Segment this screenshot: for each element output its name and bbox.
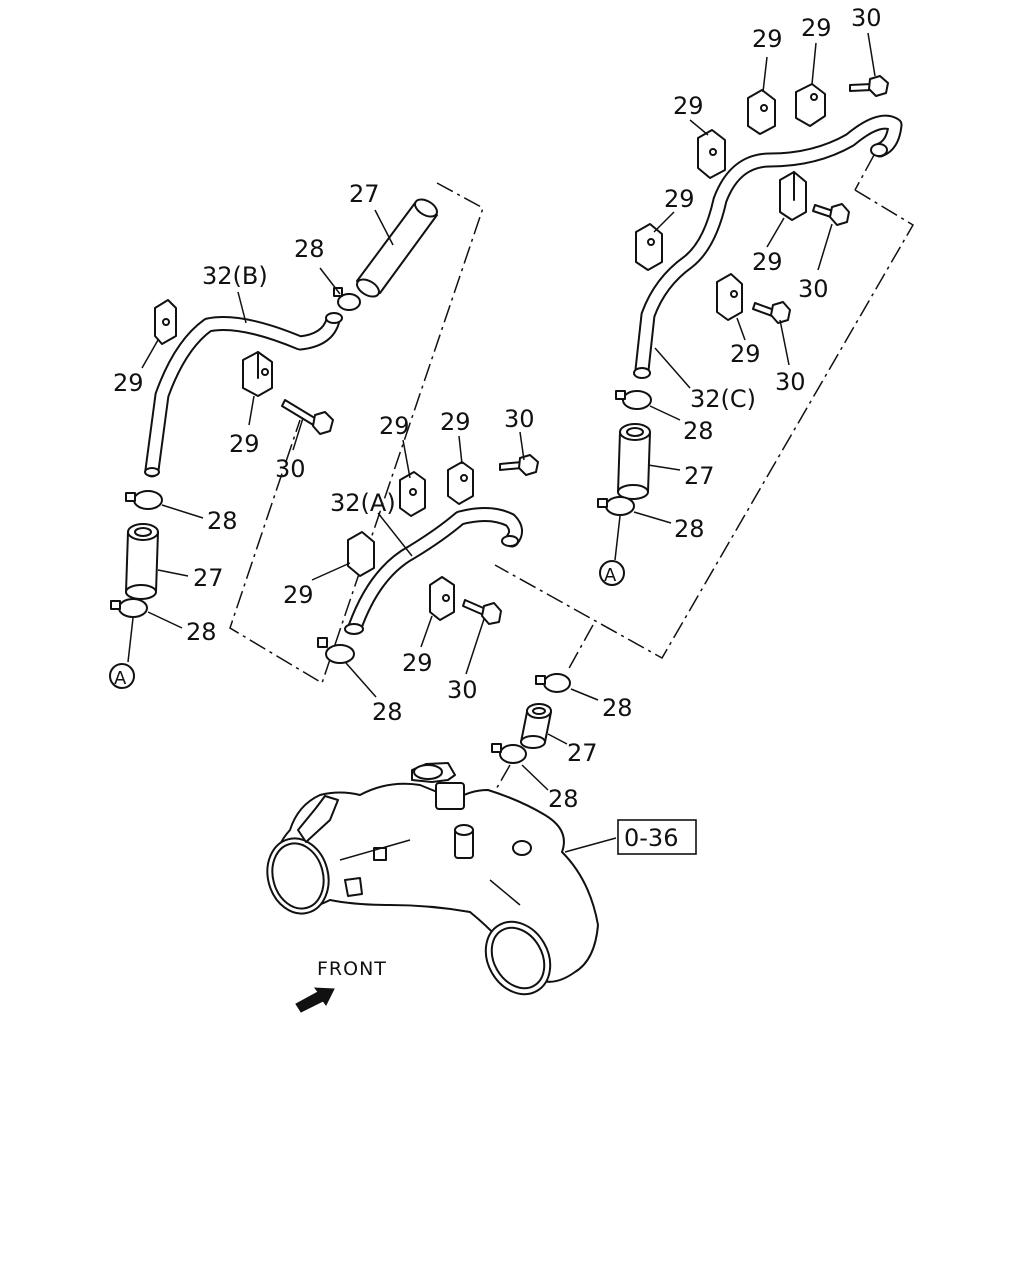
front-indicator: FRONT: [295, 958, 387, 1013]
label-32a: 32(A): [330, 489, 396, 517]
hose-27-right: [617, 423, 651, 500]
bolt-30-mid-lower: [462, 599, 502, 625]
label-30-right-3: 30: [775, 368, 806, 396]
hose-27-center: [520, 703, 552, 749]
pipe-32b: [144, 312, 343, 478]
label-30-left: 30: [275, 455, 306, 483]
clamp-28-right-upper: [615, 390, 652, 410]
clip-29-mid-a: [399, 471, 426, 517]
label-28-mid-left: 28: [372, 698, 403, 726]
bolt-30-right-mid: [812, 203, 850, 226]
pipe-32a: [344, 507, 523, 635]
bolt-30-left: [281, 399, 334, 435]
reference-box: 0-36: [617, 819, 697, 855]
label-28-left-mid: 28: [207, 507, 238, 535]
label-28-right-2: 28: [674, 515, 705, 543]
label-29-mid-3: 29: [283, 581, 314, 609]
label-28-center-1: 28: [602, 694, 633, 722]
label-29-right-3: 29: [673, 92, 704, 120]
connector-mark-right-text: A: [604, 565, 617, 586]
clip-29-mid-c: [347, 531, 375, 577]
label-29-mid-2: 29: [440, 408, 471, 436]
clamp-28-left-mid: [125, 490, 163, 510]
clip-29-right-6: [716, 273, 743, 321]
hose-27-upper-left: [356, 198, 438, 298]
leader-lines: [141, 32, 876, 791]
label-30-mid-1: 30: [504, 405, 535, 433]
front-label: FRONT: [317, 958, 387, 980]
label-27-right: 27: [684, 462, 715, 490]
label-30-right-1: 30: [851, 4, 882, 32]
reference-box-text: 0-36: [624, 824, 678, 852]
label-29-left-2: 29: [229, 430, 260, 458]
bolt-30-mid-upper: [499, 454, 539, 476]
label-29-mid-4: 29: [402, 649, 433, 677]
label-29-right-2: 29: [801, 14, 832, 42]
label-27-upper-left: 27: [349, 180, 380, 208]
clip-29-right-2: [747, 89, 776, 135]
label-30-mid-2: 30: [447, 676, 478, 704]
label-29-right-6: 29: [730, 340, 761, 368]
label-29-mid-1: 29: [379, 412, 410, 440]
clip-29-mid-d: [429, 576, 455, 621]
label-29-right-5: 29: [752, 248, 783, 276]
clamp-28-right-lower: [597, 496, 635, 561]
label-29-right-1: 29: [752, 25, 783, 53]
label-30-right-2: 30: [798, 275, 829, 303]
clamp-28-center-lower: [491, 743, 527, 764]
clamp-28-mid-left: [317, 637, 355, 664]
clip-29-mid-b: [447, 461, 474, 505]
label-29-right-4: 29: [664, 185, 695, 213]
bolt-30-right-top: [849, 75, 889, 97]
hose-27-left: [125, 523, 159, 600]
label-27-left: 27: [193, 564, 224, 592]
clip-29-right-4: [635, 223, 663, 271]
label-28-right-1: 28: [683, 417, 714, 445]
pipe-32c: [633, 114, 903, 379]
label-28-left-low: 28: [186, 618, 217, 646]
clip-29-right-3: [795, 83, 826, 127]
connector-mark-right: A: [599, 560, 625, 586]
leader-to-middle-hose: [567, 624, 594, 671]
clip-29-right-5: [779, 171, 807, 221]
label-29-left-1: 29: [113, 369, 144, 397]
label-32c: 32(C): [690, 385, 756, 413]
clip-29-right-1: [697, 129, 726, 179]
front-arrow-icon: [295, 987, 335, 1013]
intake-housing: [266, 762, 617, 996]
clamp-28-center-upper: [535, 673, 571, 693]
group-outline-right: [494, 154, 915, 660]
label-32b: 32(B): [202, 262, 268, 290]
connector-mark-left: A: [109, 663, 135, 689]
clip-29-left-lower: [242, 351, 273, 397]
bolt-30-right-low: [752, 301, 791, 324]
label-28-center-2: 28: [548, 785, 579, 813]
label-27-center: 27: [567, 739, 598, 767]
clip-29-left-upper: [154, 299, 177, 345]
clamp-28-left-low: [110, 598, 148, 663]
label-28-upper-left: 28: [294, 235, 325, 263]
connector-mark-left-text: A: [114, 668, 127, 689]
part-labels: 27 28 32(B) 29 29 30 28 27 28 32(A) 29 2…: [113, 4, 882, 813]
group-outline-left: [229, 182, 484, 685]
